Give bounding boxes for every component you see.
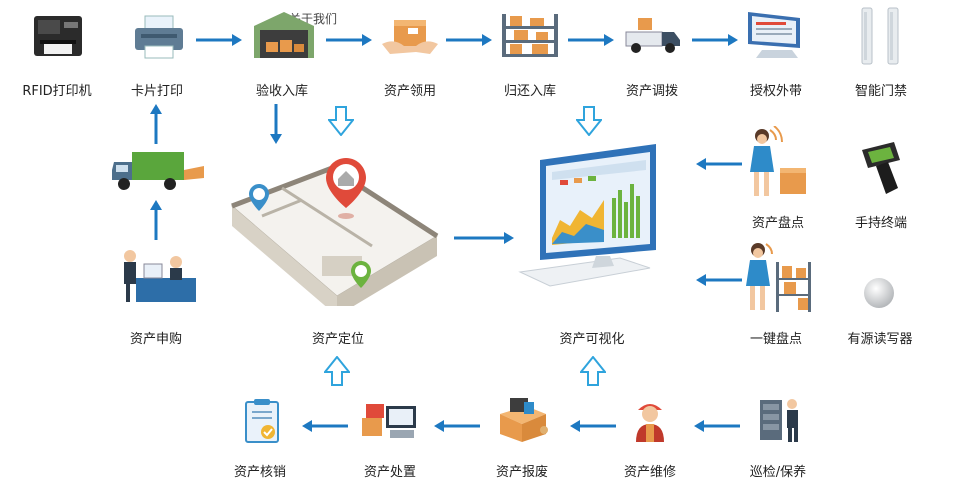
shelf-icon <box>502 14 558 57</box>
arrow-left <box>434 420 480 432</box>
label-return-store: 归还入库 <box>503 84 557 99</box>
purchase-desk-icon <box>124 250 196 302</box>
hollow-arrow-down <box>328 106 354 136</box>
truck-icon <box>625 18 680 53</box>
arrow-right <box>326 34 372 46</box>
arrow-left <box>696 158 742 170</box>
floor-plan-icon <box>231 165 439 306</box>
arrow-right <box>568 34 614 46</box>
clipboard-icon <box>245 399 279 443</box>
monitor-icon <box>748 12 800 58</box>
one-key-inventory-icon <box>746 243 811 312</box>
label-asset-transfer: 资产调拨 <box>625 84 679 99</box>
label-card-print: 卡片打印 <box>130 84 184 99</box>
delivery-truck-icon <box>112 152 204 190</box>
label-asset-scrap: 资产报废 <box>495 465 549 480</box>
label-asset-inventory: 资产盘点 <box>751 216 805 231</box>
label-inspect-maintain: 巡检/保养 <box>749 465 807 480</box>
arrow-up <box>150 200 162 240</box>
label-handheld: 手持终端 <box>854 216 908 231</box>
inspection-icon <box>760 399 798 442</box>
scrap-box-icon <box>500 398 548 442</box>
repair-worker-icon <box>636 404 664 442</box>
label-asset-writeoff: 资产核销 <box>233 465 287 480</box>
arrow-left <box>570 420 616 432</box>
label-auth-takeout: 授权外带 <box>749 84 803 99</box>
arrow-left <box>696 274 742 286</box>
active-reader-icon <box>864 278 894 308</box>
label-asset-purchase: 资产申购 <box>129 332 183 347</box>
arrow-down <box>270 104 282 144</box>
rfid-printer-icon <box>34 16 82 56</box>
arrow-right <box>196 34 242 46</box>
arrow-right <box>446 34 492 46</box>
label-asset-visual: 资产可视化 <box>559 332 625 347</box>
label-rfid-printer: RFID打印机 <box>22 84 92 99</box>
label-receive-store: 验收入库 <box>255 84 309 99</box>
arrow-right <box>454 232 514 244</box>
hollow-arrow-down <box>576 106 602 136</box>
arrow-left <box>302 420 348 432</box>
label-asset-location: 资产定位 <box>311 332 365 347</box>
location-pin-icon <box>351 261 371 288</box>
label-asset-disposal: 资产处置 <box>363 465 417 480</box>
inventory-scan-icon <box>750 126 806 196</box>
hollow-arrow-up <box>324 356 350 386</box>
arrow-right <box>692 34 738 46</box>
handheld-terminal-icon <box>862 142 900 194</box>
label-smart-gate: 智能门禁 <box>854 84 908 99</box>
asset-claim-icon <box>382 20 438 54</box>
label-active-rw: 有源读写器 <box>847 332 913 347</box>
disposal-icon <box>362 404 416 438</box>
dashboard-monitor-icon <box>518 144 656 287</box>
warehouse-icon <box>254 12 314 58</box>
card-printer-icon <box>135 15 183 59</box>
arrow-left <box>694 420 740 432</box>
label-one-key-inventory: 一键盘点 <box>749 332 803 347</box>
label-asset-repair: 资产维修 <box>623 465 677 480</box>
label-asset-claim: 资产领用 <box>383 84 437 99</box>
gate-icon <box>861 7 899 65</box>
location-pin-icon <box>249 184 269 211</box>
hollow-arrow-up <box>580 356 606 386</box>
arrow-up <box>150 104 162 144</box>
location-pin-icon <box>326 158 366 219</box>
